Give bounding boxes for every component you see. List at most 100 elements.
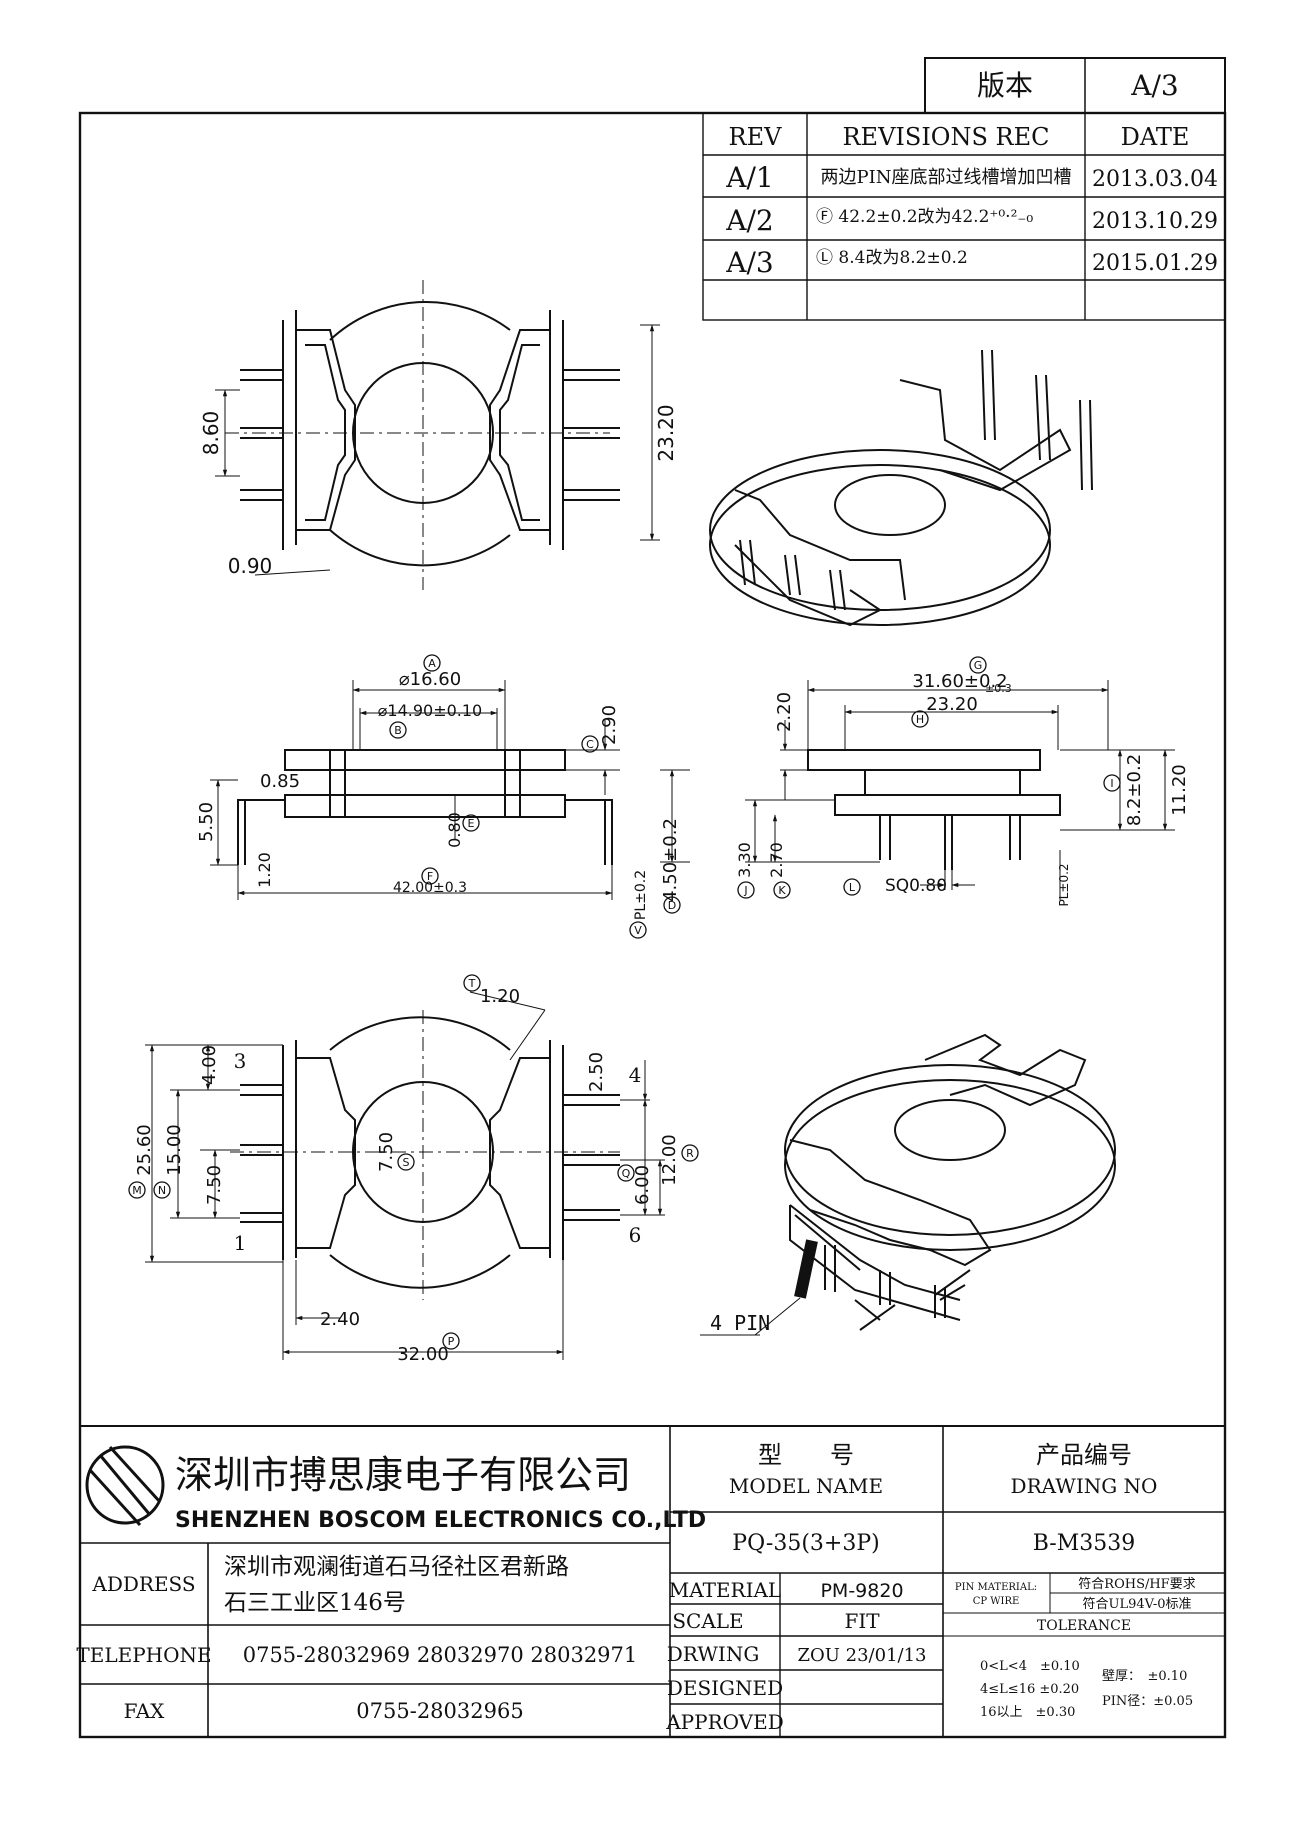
rec-row-3: Ⓛ 8.4改为8.2±0.2 <box>816 248 968 268</box>
bottom-dim-d1: 4.00 <box>199 1045 220 1085</box>
side-dim-e: 11.20 <box>1169 764 1190 816</box>
front-view-labels: ⌀16.60 ⌀14.90±0.10 2.90 0.85 5.50 1.20 0… <box>196 669 681 920</box>
side-view-dims <box>745 680 1175 900</box>
circle-letter-e: E <box>468 817 475 830</box>
pin-label-1: 1 <box>234 1231 247 1255</box>
drwing-label: DRWING <box>667 1642 760 1666</box>
side-dim-i: PL±0.2 <box>1057 863 1071 906</box>
circle-letter-l: L <box>849 881 856 894</box>
cp-wire: CP WIRE <box>973 1596 1020 1607</box>
circle-letter-m: M <box>132 1184 142 1197</box>
model-cn: 型 号 <box>758 1441 854 1469</box>
circle-letter-c-ring <box>581 735 599 753</box>
circle-letter-f: F <box>427 870 433 883</box>
tolerance-label: TOLERANCE <box>1037 1618 1131 1634</box>
circle-letter-g: G <box>974 659 983 672</box>
designed-label: DESIGNED <box>667 1676 783 1700</box>
drawing-cn: 产品编号 <box>1036 1441 1132 1469</box>
circle-letter-a: A <box>428 657 436 670</box>
front-dim-j: PL±0.2 <box>633 870 649 920</box>
wall-tol: 壁厚： ±0.10 <box>1102 1669 1187 1684</box>
tol-line-3: 16以上 ±0.30 <box>980 1705 1075 1720</box>
fax-label: FAX <box>124 1699 166 1723</box>
drawing-en: DRAWING NO <box>1011 1474 1158 1498</box>
circle-letter-t: T <box>468 977 476 990</box>
side-dim-a-tol: ±0.3 <box>985 682 1012 695</box>
side-dim-c: 2.20 <box>774 692 795 732</box>
tol-line-1: 0<L<4 ±0.10 <box>980 1659 1080 1674</box>
pin-dia-tol: PIN径：±0.05 <box>1102 1694 1193 1709</box>
circle-letter-p-ring <box>442 1332 460 1350</box>
model-en: MODEL NAME <box>729 1474 883 1498</box>
date-header: DATE <box>1121 123 1190 151</box>
bottom-dim-d7: 12.00 <box>659 1134 680 1186</box>
scale-label: SCALE <box>672 1609 743 1633</box>
side-dim-d: 8.2±0.2 <box>1124 754 1145 826</box>
circle-letter-p: P <box>448 1335 455 1348</box>
front-dim-b: ⌀14.90±0.10 <box>378 701 482 720</box>
title-block-lines <box>80 1425 1225 1737</box>
front-dim-h: 4.50±0.2 <box>660 818 681 902</box>
bottom-dim-d5: 7.50 <box>376 1132 397 1172</box>
circle-letter-a-ring <box>423 654 441 672</box>
circle-letter-v: V <box>634 924 642 937</box>
iso-view-bottom <box>784 1033 1116 1331</box>
circle-letter-q-ring <box>617 1164 635 1182</box>
bottom-view <box>240 1016 620 1289</box>
bottom-dim-d9: 2.40 <box>320 1309 360 1330</box>
circle-letter-f-ring <box>421 867 439 885</box>
date-row-1: 2013.03.04 <box>1092 167 1218 192</box>
ul-note: 符合UL94V-0标准 <box>1083 1596 1192 1612</box>
circle-letter-s: S <box>403 1156 410 1169</box>
rev-row-1: A/1 <box>725 161 773 194</box>
circle-letter-c: C <box>586 738 594 751</box>
fax-value: 0755-28032965 <box>356 1699 523 1723</box>
circle-letter-e-ring <box>462 814 480 832</box>
side-view-labels: 31.60±0.2 ±0.3 23.20 2.20 8.2±0.2 11.20 … <box>735 671 1190 907</box>
circle-letter-h: H <box>916 713 924 726</box>
address-label: ADDRESS <box>91 1572 195 1596</box>
circle-letter-d: D <box>668 899 676 912</box>
bottom-dim-d2: 25.60 <box>134 1124 155 1176</box>
circle-letter-l-ring <box>843 878 861 896</box>
address-line-2: 石三工业区146号 <box>224 1590 406 1616</box>
circle-letter-j: J <box>743 884 747 897</box>
pin-label-6: 6 <box>629 1223 642 1247</box>
circle-letter-s-ring <box>397 1153 415 1171</box>
telephone-value: 0755-28032969 28032970 28032971 <box>243 1643 638 1667</box>
rec-row-2: Ⓕ 42.2±0.2改为42.2⁺⁰·²₋₀ <box>816 207 1033 227</box>
bottom-view-dims <box>145 991 665 1360</box>
top-view-dims <box>215 324 660 576</box>
side-dim-f: 3.30 <box>735 842 754 878</box>
drawing-value: B-M3539 <box>1033 1531 1136 1556</box>
rev-row-2: A/2 <box>725 204 773 237</box>
front-dim-g: 0.80 <box>445 812 464 848</box>
revision-table <box>702 112 1226 321</box>
tol-line-2: 4≤L≤16 ±0.20 <box>980 1682 1079 1697</box>
company-name-cn: 深圳市搏思康电子有限公司 <box>175 1453 631 1497</box>
side-dim-g: 2.70 <box>767 842 786 878</box>
bottom-dim-d6: 2.50 <box>586 1052 607 1092</box>
front-dim-e: 5.50 <box>196 802 217 842</box>
circle-letter-k-ring <box>773 881 791 899</box>
date-row-3: 2015.01.29 <box>1092 251 1218 276</box>
front-dim-a: ⌀16.60 <box>399 669 461 690</box>
top-dim-23.20: 23.20 <box>654 404 678 461</box>
rev-row-3: A/3 <box>725 246 773 279</box>
circle-letter-v-ring <box>629 921 647 939</box>
date-row-2: 2013.10.29 <box>1092 209 1218 234</box>
scale-value: FIT <box>844 1609 880 1633</box>
title-block-text: 深圳市搏思康电子有限公司 SHENZHEN BOSCOM ELECTRONICS… <box>76 1441 1195 1734</box>
pin-label-3: 3 <box>234 1049 247 1073</box>
iso-view-top <box>709 349 1093 627</box>
circle-letter-g-ring <box>969 656 987 674</box>
circle-letter-k: K <box>778 884 786 897</box>
rohs-note: 符合ROHS/HF要求 <box>1078 1576 1195 1592</box>
front-dim-d: 0.85 <box>260 771 300 792</box>
top-dim-0.90: 0.90 <box>228 554 273 578</box>
version-label: 版本 <box>977 69 1033 102</box>
front-dim-c: 2.90 <box>599 705 620 745</box>
top-view <box>240 300 620 567</box>
